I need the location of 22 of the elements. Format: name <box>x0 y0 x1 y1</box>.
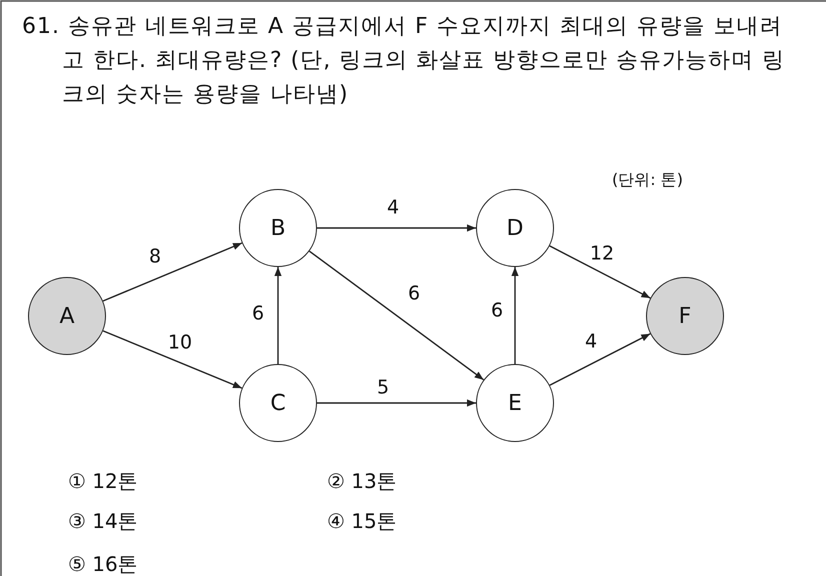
node-circle: C <box>239 364 317 442</box>
unit-note: (단위: 톤) <box>612 170 683 191</box>
arrow <box>511 267 519 364</box>
answer-option: ⑤ 16톤 <box>68 551 138 576</box>
question-text: 61. 송유관 네트워크로 A 공급지에서 F 수요지까지 최대의 유량을 보내려고 한다. 최대유량은? (단, 링크의 화살표 방향으로만 송유가능하며 링크의 숫자는 용량을 나타냄) <box>22 13 786 109</box>
arrow <box>317 399 476 407</box>
node-circle: A <box>28 277 106 355</box>
arrow <box>308 250 484 380</box>
answer-option: ③ 14톤 <box>68 508 138 535</box>
answer-option: ② 13톤 <box>327 468 397 495</box>
arrow <box>549 333 651 386</box>
arrow <box>549 245 651 299</box>
answer-option: ④ 15톤 <box>327 508 397 535</box>
arrow <box>102 330 242 389</box>
node-circle: B <box>239 189 317 267</box>
arrow <box>274 267 282 364</box>
node-circle: E <box>476 364 554 442</box>
answer-option: ① 12톤 <box>68 468 138 495</box>
arrow <box>317 224 476 232</box>
node-circle: D <box>476 189 554 267</box>
node-circle: F <box>646 277 724 355</box>
arrow <box>102 242 242 302</box>
